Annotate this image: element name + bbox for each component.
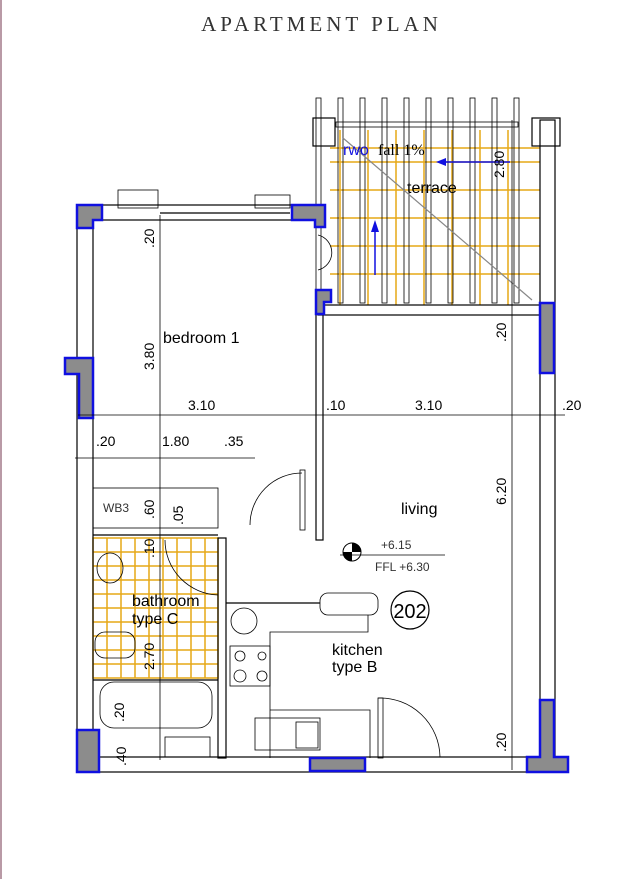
wardrobe [92, 487, 219, 529]
dimension-lines [75, 120, 565, 770]
dim-living-bottom: .20 [493, 732, 509, 752]
fall-arrows [371, 158, 510, 275]
bathtub [99, 681, 213, 729]
dim-bath-width: 1.80 [162, 433, 189, 449]
level-marker-icon [340, 542, 445, 562]
dim-bath-height: 2.70 [141, 643, 157, 670]
washbasin [96, 552, 124, 584]
dim-bottom-wall: .40 [113, 746, 129, 766]
dim-right-width: 3.10 [415, 397, 442, 413]
room-label-bathroom-type: type C [132, 611, 178, 628]
dim-living-height: 6.20 [493, 478, 509, 505]
terrace-pillar-right [531, 117, 561, 147]
toilet [94, 631, 136, 659]
room-label-kitchen: kitchen [332, 642, 383, 659]
dim-bath-bottom: .20 [111, 702, 127, 722]
ffl-label: FFL +6.30 [375, 560, 430, 574]
dim-bed-top: .20 [141, 228, 157, 248]
room-label-bathroom: bathroom [132, 593, 200, 610]
dim-living-top: .20 [493, 322, 509, 342]
page-title: APARTMENT PLAN [201, 12, 442, 36]
wardrobe-label: WB3 [103, 501, 129, 515]
dim-terrace-depth: 2.80 [491, 151, 507, 178]
room-label-kitchen-type: type B [332, 659, 377, 676]
unit-number: 202 [393, 601, 426, 623]
dim-bath-top: .10 [141, 538, 157, 558]
terrace-pillar-left [312, 117, 336, 147]
dim-gap: .05 [170, 505, 186, 525]
dim-left-width: 3.10 [188, 397, 215, 413]
doors [164, 234, 441, 759]
kitchen-bin [230, 607, 258, 635]
unit-number-circle [390, 590, 430, 630]
level-label: +6.15 [381, 538, 412, 552]
room-label-living: living [401, 501, 437, 518]
fall-label: fall 1% [378, 142, 425, 159]
kitchen-sink [254, 717, 321, 751]
rwo-label: rwo [343, 142, 369, 159]
room-label-terrace: terrace [407, 180, 457, 197]
dim-bath-door: .35 [224, 433, 244, 449]
fixtures [92, 487, 379, 758]
dim-partition: .10 [326, 397, 346, 413]
structural-columns [63, 203, 570, 774]
dim-bath-wall: .20 [96, 433, 116, 449]
room-label-bedroom: bedroom 1 [163, 330, 240, 347]
dim-bed-height: 3.80 [141, 343, 157, 370]
dim-wb-depth: .60 [141, 499, 157, 519]
dim-right-wall: .20 [562, 397, 582, 413]
sofa [319, 592, 379, 616]
page-edge [0, 0, 2, 879]
